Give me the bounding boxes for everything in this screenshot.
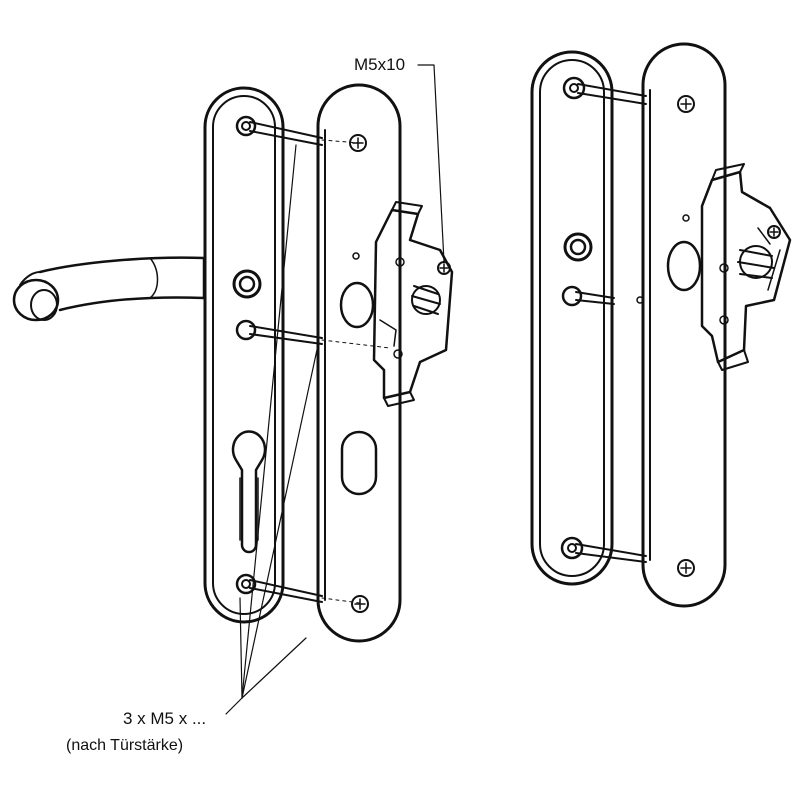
right-inner-backplate	[636, 42, 727, 608]
inner-backplate	[316, 83, 402, 643]
right-spring-mechanism	[700, 163, 792, 371]
outer-backplate	[203, 86, 285, 624]
label-bottom-screws-note: (nach Türstärke)	[66, 737, 183, 754]
connecting-screws	[249, 121, 391, 604]
right-assembly	[530, 42, 792, 608]
outer-plate-holes	[232, 115, 262, 595]
right-connecting-screws	[575, 83, 647, 563]
handle-lever	[12, 256, 206, 322]
label-m5x10: M5x10	[354, 55, 405, 74]
spring-mechanism	[372, 201, 454, 407]
leader-m5x10	[417, 64, 445, 263]
cylinder-keyhole	[231, 430, 267, 554]
left-assembly	[12, 64, 454, 715]
right-outer-backplate	[530, 50, 614, 586]
leader-bottom-screws	[225, 144, 319, 715]
label-bottom-screws: 3 x M5 x ...	[123, 709, 206, 728]
